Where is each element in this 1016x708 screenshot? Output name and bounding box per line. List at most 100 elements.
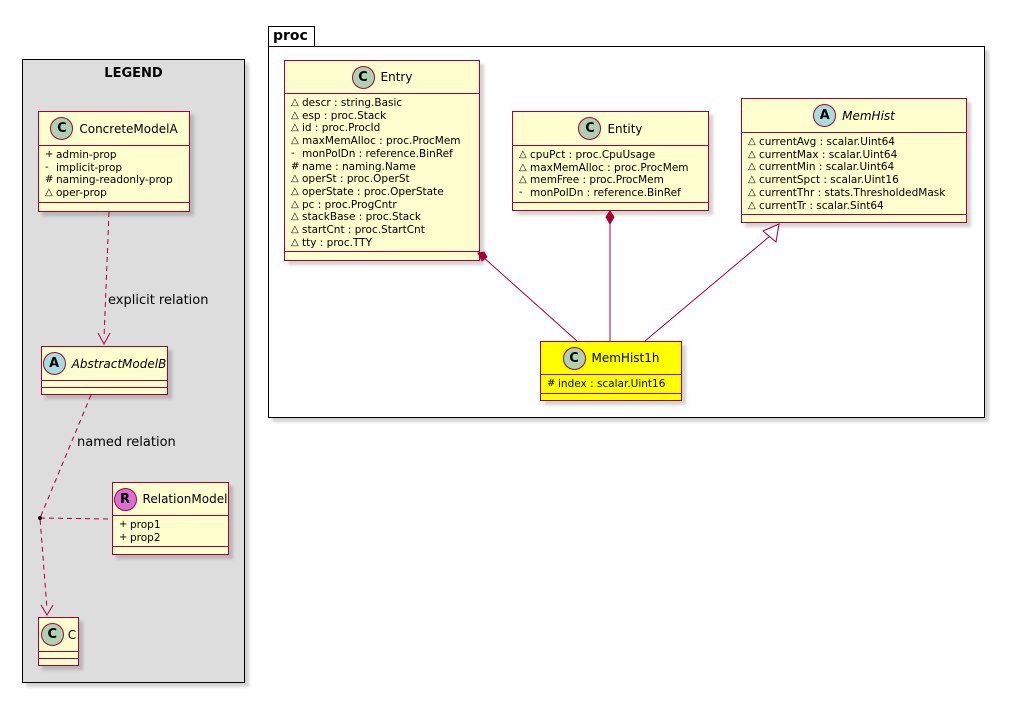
class-name: ConcreteModelA (79, 121, 178, 136)
explicit-relation-arrowhead (97, 332, 111, 346)
class-concrete-model-a[interactable]: C ConcreteModelA +admin-prop-implicit-pr… (38, 111, 190, 212)
inheritance-arrowhead (762, 223, 780, 243)
attribute-text: operState : proc.OperState (302, 185, 444, 198)
attribute-text: prop1 (130, 519, 161, 531)
attribute-text: maxMemAlloc : proc.ProcMem (530, 161, 689, 174)
visibility-marker: △ (519, 174, 527, 186)
visibility-marker: △ (748, 186, 756, 198)
visibility-marker: △ (291, 109, 299, 121)
class-c[interactable]: C C (38, 617, 79, 666)
class-attribute: -implicit-prop (45, 162, 183, 175)
visibility-marker: # (45, 174, 54, 186)
class-relation-model[interactable]: R RelationModel +prop1+prop2 (112, 482, 229, 555)
class-attribute: △oper-prop (45, 187, 183, 200)
attribute-text: implicit-prop (56, 161, 123, 174)
class-attribute: -monPolDn : reference.BinRef (519, 187, 702, 200)
visibility-marker: - (519, 187, 523, 199)
class-attribute: -monPolDn : reference.BinRef (291, 148, 473, 161)
attribute-text: currentMax : scalar.Uint64 (759, 148, 898, 161)
class-attribute: #index : scalar.Uint16 (547, 378, 675, 391)
attribute-text: admin-prop (56, 149, 117, 161)
visibility-marker: # (547, 378, 556, 389)
entry-composition-diamond (477, 251, 488, 262)
class-stereotype-icon: C (40, 623, 64, 646)
attribute-text: currentMin : scalar.Uint64 (759, 161, 895, 174)
class-attribute: △esp : proc.Stack (291, 110, 473, 123)
class-attribute: △currentSpct : scalar.Uint16 (748, 174, 960, 187)
visibility-marker: - (45, 161, 49, 173)
class-attribute: △operState : proc.OperState (291, 186, 473, 199)
attribute-text: operSt : proc.OperSt (302, 173, 410, 186)
visibility-marker: △ (291, 236, 299, 248)
class-stereotype-icon: A (813, 104, 837, 127)
attribute-text: descr : string.Basic (302, 97, 403, 109)
class-attribute: △stackBase : proc.Stack (291, 211, 473, 224)
legend-title: LEGEND (104, 66, 163, 81)
attribute-text: id : proc.ProcId (302, 122, 381, 135)
visibility-marker: △ (291, 198, 299, 210)
attribute-text: memFree : proc.ProcMem (530, 174, 664, 187)
class-attributes: +admin-prop-implicit-prop#naming-readonl… (39, 146, 189, 202)
inheritance-line (644, 235, 771, 342)
package-tab: proc (268, 26, 315, 47)
visibility-marker: △ (748, 136, 756, 147)
class-attribute: △maxMemAlloc : proc.ProcMem (519, 162, 702, 175)
class-attribute: △currentThr : stats.ThresholdedMask (748, 187, 960, 200)
class-attributes: △currentAvg : scalar.Uint64△currentMax :… (742, 133, 966, 214)
class-header: C MemHist1h (541, 342, 681, 374)
class-stereotype-icon: R (113, 487, 137, 511)
visibility-marker: △ (519, 149, 527, 160)
class-entry[interactable]: C Entry △descr : string.Basic△esp : proc… (284, 60, 480, 261)
class-stereotype-icon: C (578, 117, 602, 140)
class-attribute: △currentMax : scalar.Uint64 (748, 149, 960, 162)
class-attribute: △cpuPct : proc.CpuUsage (519, 149, 702, 162)
visibility-marker: △ (748, 199, 756, 211)
class-attribute: △currentMin : scalar.Uint64 (748, 161, 960, 174)
class-entity[interactable]: C Entity △cpuPct : proc.CpuUsage△maxMemA… (512, 111, 709, 211)
class-name: C (67, 627, 77, 642)
class-name: Entry (380, 70, 413, 84)
attribute-text: naming-readonly-prop (56, 174, 173, 187)
class-name: Entity (607, 121, 643, 136)
named-relation-arrowhead (40, 604, 54, 616)
class-attributes: #index : scalar.Uint16 (541, 375, 681, 393)
visibility-marker: △ (291, 211, 299, 223)
explicit-relation-label: explicit relation (108, 293, 209, 308)
visibility-marker: △ (748, 174, 756, 186)
named-relation-label: named relation (77, 435, 176, 450)
visibility-marker: + (119, 519, 128, 530)
attribute-text: oper-prop (56, 187, 107, 200)
class-memhist1h[interactable]: C MemHist1h #index : scalar.Uint16 (540, 341, 682, 401)
visibility-marker: - (291, 147, 295, 159)
association-point (38, 516, 42, 520)
class-name: MemHist1h (591, 351, 660, 365)
class-attribute: △tty : proc.TTY (291, 237, 473, 250)
attribute-text: currentSpct : scalar.Uint16 (759, 174, 899, 187)
class-memhist[interactable]: A MemHist △currentAvg : scalar.Uint64△cu… (741, 98, 967, 223)
visibility-marker: # (291, 160, 300, 172)
attribute-text: currentAvg : scalar.Uint64 (759, 136, 895, 148)
class-attribute: △startCnt : proc.StartCnt (291, 224, 473, 237)
visibility-marker: △ (291, 224, 299, 236)
class-name: MemHist (842, 108, 895, 123)
class-abstract-model-b[interactable]: A AbstractModelB (41, 346, 168, 395)
class-attribute: +admin-prop (45, 149, 183, 162)
entry-composition-line (482, 256, 578, 342)
attribute-text: pc : proc.ProgCntr (302, 198, 397, 211)
attribute-text: monPolDn : reference.BinRef (530, 187, 681, 200)
class-attribute: △currentTr : scalar.Sint64 (748, 200, 960, 213)
visibility-marker: + (45, 149, 54, 160)
visibility-marker: △ (291, 135, 299, 147)
class-header: A MemHist (742, 99, 966, 132)
visibility-marker: △ (291, 185, 299, 197)
class-attribute: +prop2 (119, 532, 222, 545)
attribute-text: cpuPct : proc.CpuUsage (530, 149, 656, 161)
class-attribute: △descr : string.Basic (291, 97, 473, 110)
attribute-text: index : scalar.Uint16 (558, 378, 666, 390)
class-attribute: △id : proc.ProcId (291, 122, 473, 135)
class-attribute: △operSt : proc.OperSt (291, 173, 473, 186)
class-attributes: △cpuPct : proc.CpuUsage△maxMemAlloc : pr… (513, 146, 708, 202)
class-attributes: △descr : string.Basic△esp : proc.Stack△i… (285, 94, 479, 251)
class-attributes: +prop1+prop2 (113, 516, 228, 546)
